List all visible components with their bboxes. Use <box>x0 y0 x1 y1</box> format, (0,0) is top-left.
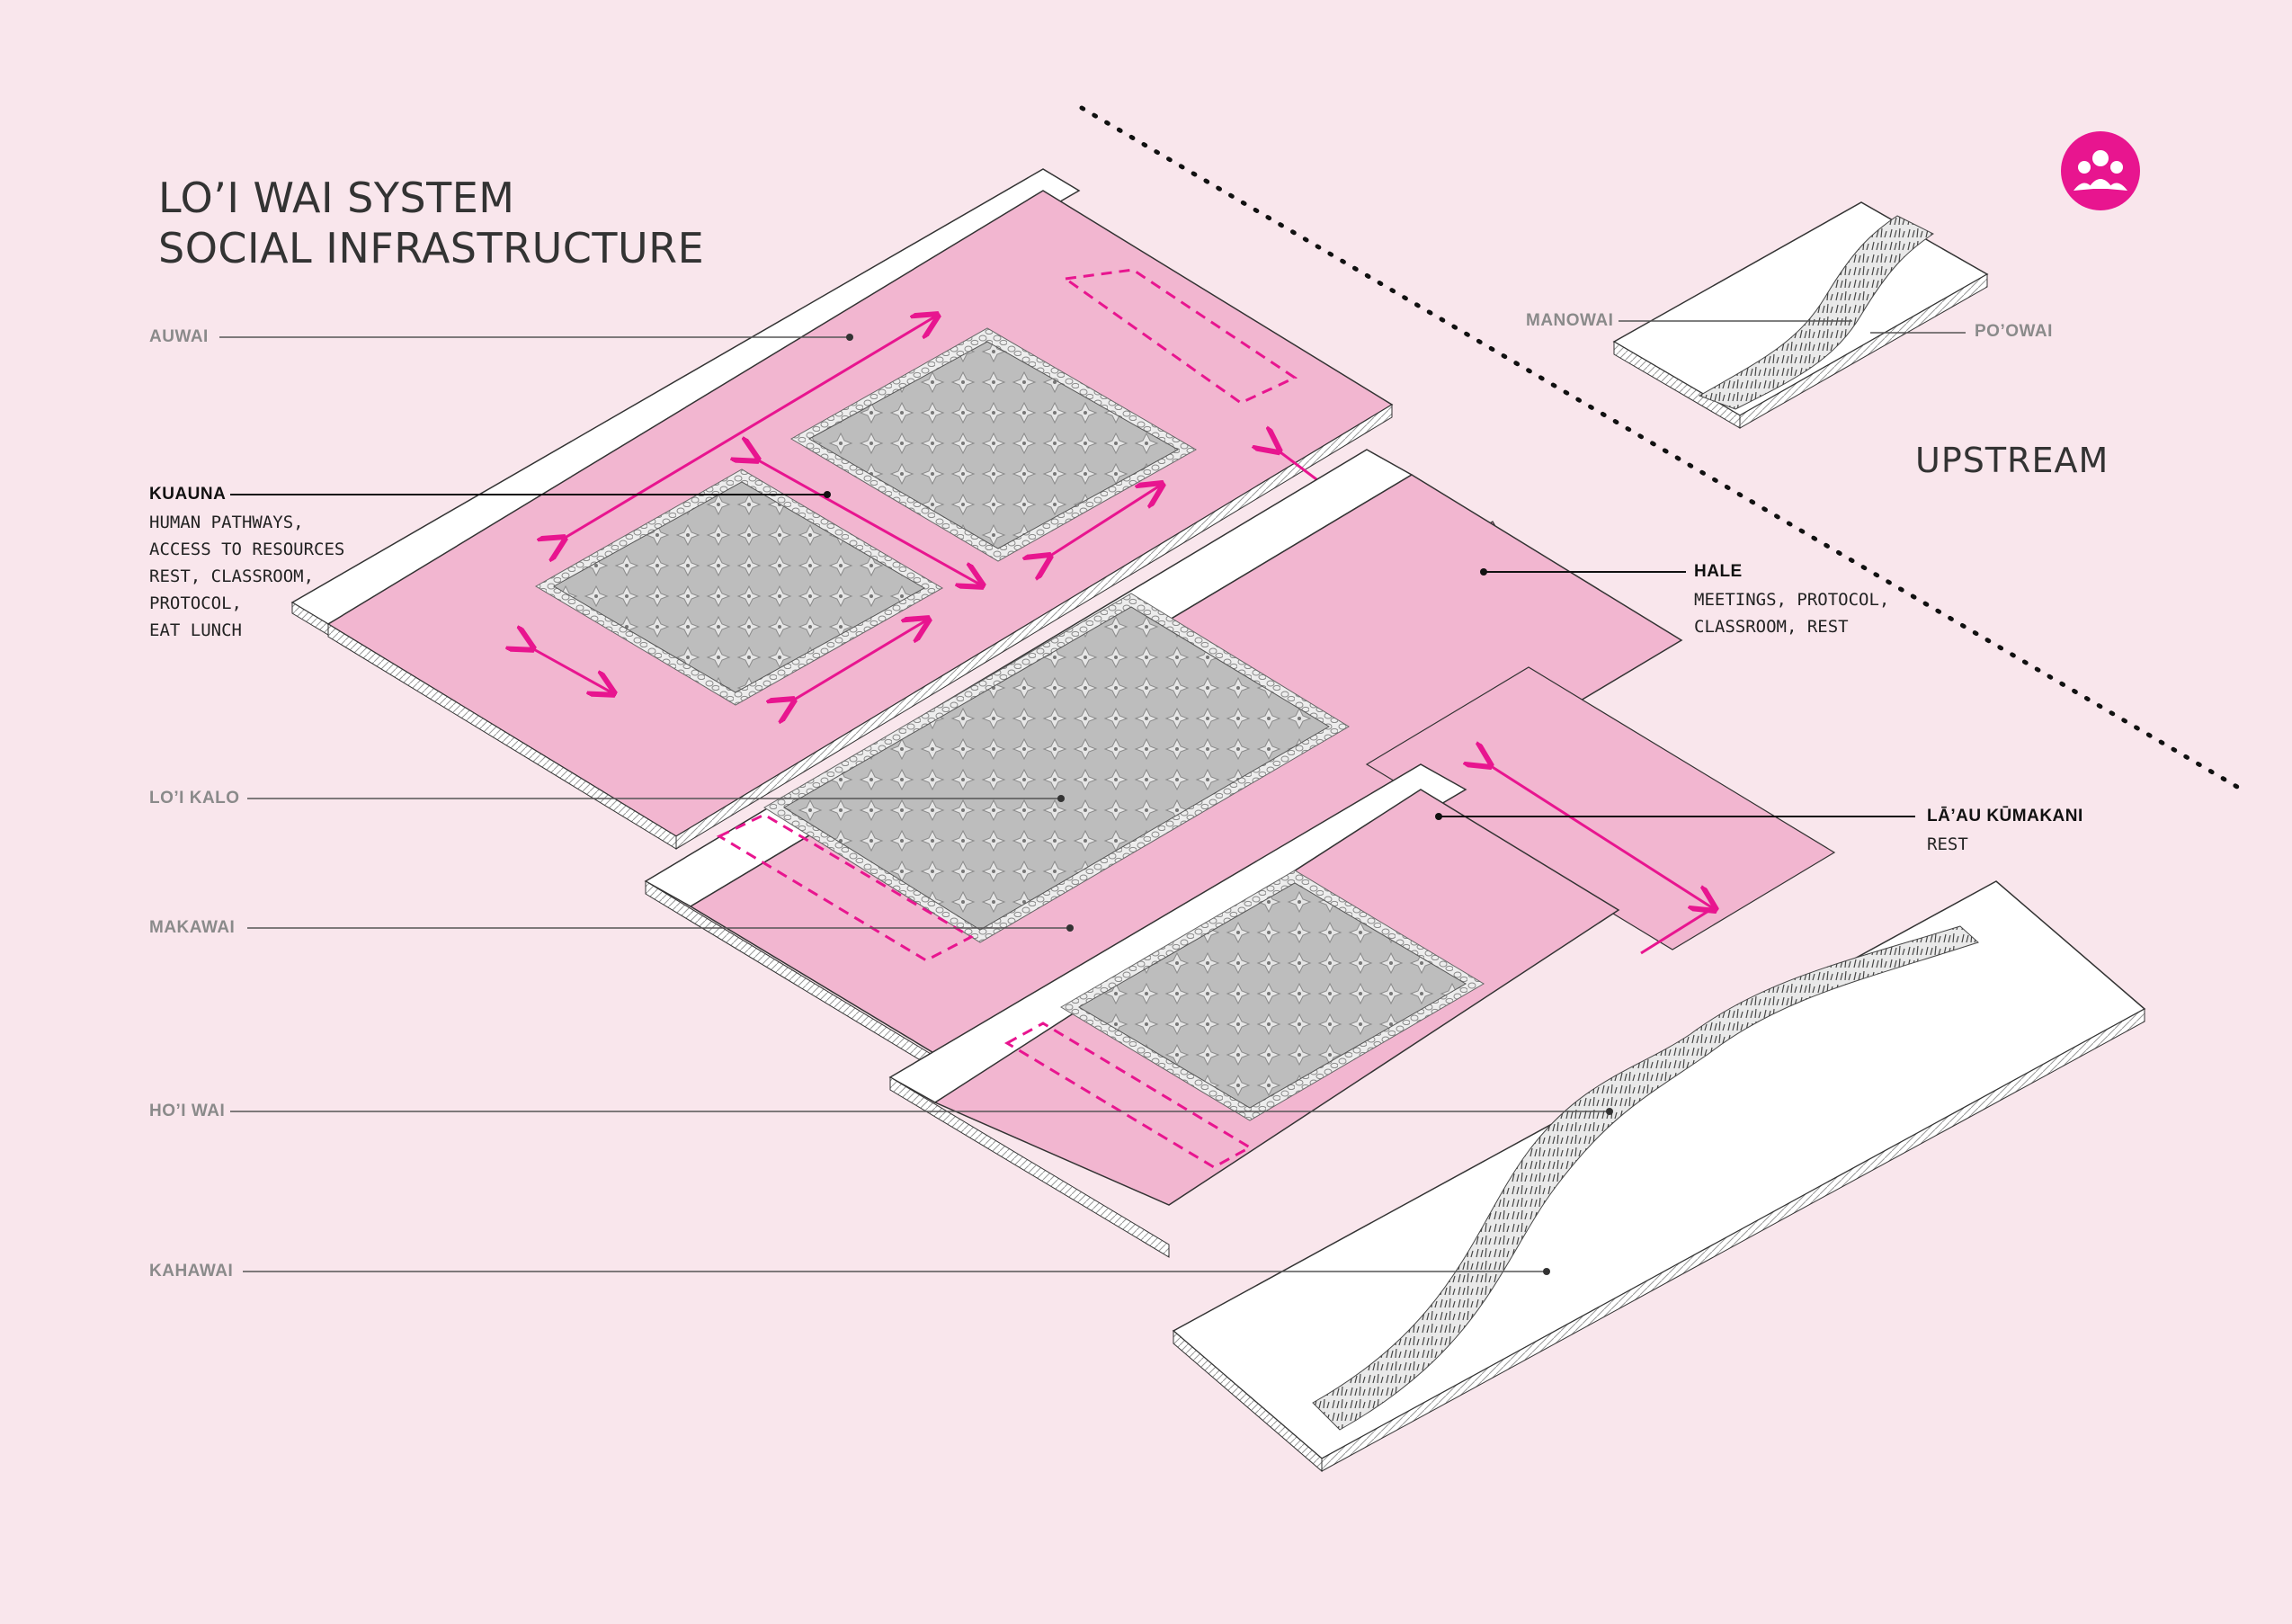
hale-line-1: MEETINGS, PROTOCOL, <box>1694 586 1889 613</box>
label-kuauna: KUAUNA <box>149 485 226 504</box>
kuauna-description: HUMAN PATHWAYS, ACCESS TO RESOURCES REST… <box>149 509 344 644</box>
label-hale: HALE <box>1694 562 1743 582</box>
hale-description: MEETINGS, PROTOCOL, CLASSROOM, REST <box>1694 586 1889 640</box>
label-poowai: PO’OWAI <box>1975 322 2053 342</box>
hale-line-2: CLASSROOM, REST <box>1694 613 1889 640</box>
kuauna-line-1: HUMAN PATHWAYS, <box>149 509 344 536</box>
label-auwai: AUWAI <box>149 327 209 347</box>
label-makawai: MAKAWAI <box>149 918 235 938</box>
title-line-2: SOCIAL INFRASTRUCTURE <box>158 223 704 273</box>
label-upstream: UPSTREAM <box>1915 441 2109 480</box>
label-laau-kumakani: LĀ’AU KŪMAKANI <box>1927 807 2083 826</box>
kuauna-line-3: REST, CLASSROOM, <box>149 563 344 590</box>
community-people-icon <box>2061 131 2140 210</box>
label-loi-kalo: LO’I KALO <box>149 789 240 808</box>
laau-description: REST <box>1927 831 1968 858</box>
label-kahawai: KAHAWAI <box>149 1262 233 1281</box>
kuauna-line-5: EAT LUNCH <box>149 617 344 644</box>
kuauna-line-4: PROTOCOL, <box>149 590 344 617</box>
label-manowai: MANOWAI <box>1526 311 1613 331</box>
label-hoi-wai: HO’I WAI <box>149 1102 225 1121</box>
upstream-slab <box>1614 202 1987 428</box>
page-title: LO’I WAI SYSTEM SOCIAL INFRASTRUCTURE <box>158 173 704 273</box>
kuauna-line-2: ACCESS TO RESOURCES <box>149 536 344 563</box>
title-line-1: LO’I WAI SYSTEM <box>158 173 704 223</box>
